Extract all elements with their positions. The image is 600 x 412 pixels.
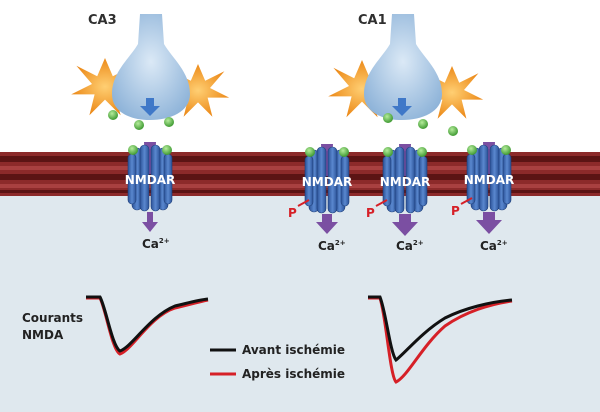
legend: Avant ischémie Après ischémie (210, 343, 345, 381)
ca3-current-traces (86, 295, 209, 356)
glutamate-dot-icon (134, 120, 144, 130)
currents-label-line1: Courants (22, 311, 83, 325)
nmdar-label: NMDAR (125, 173, 175, 187)
ca3-presynaptic-terminal (112, 14, 190, 120)
ca3-nmdar: NMDAR (125, 141, 175, 232)
ca1-calcium-label-1: Ca2+ (318, 239, 346, 253)
nmdar-label: NMDAR (464, 173, 514, 187)
phospho-label: P (366, 206, 375, 220)
ca3-glutamate (108, 110, 174, 130)
ca1-calcium-label-3: Ca2+ (480, 239, 508, 253)
ca3-label: CA3 (88, 13, 117, 28)
ca1-glutamate (383, 113, 458, 136)
glutamate-dot-icon (448, 126, 458, 136)
currents-label-line2: NMDA (22, 328, 64, 342)
legend-label-after: Après ischémie (242, 367, 345, 381)
glutamate-dot-icon (383, 113, 393, 123)
glutamate-dot-icon (418, 119, 428, 129)
ca1-presynaptic-terminal (364, 14, 442, 120)
phospho-label: P (288, 206, 297, 220)
down-arrow-icon (392, 98, 412, 116)
nmdar-label: NMDAR (302, 175, 352, 189)
nmdar-label: NMDAR (380, 175, 430, 189)
legend-label-before: Avant ischémie (242, 343, 345, 357)
ca1-nmdar-2: NMDAR P (366, 143, 430, 236)
ca1-label: CA1 (358, 13, 387, 28)
ca1-calcium-label-2: Ca2+ (396, 239, 424, 253)
ca1-nmdar-3: NMDAR P (451, 141, 514, 234)
glutamate-dot-icon (164, 117, 174, 127)
calcium-arrow-icon (316, 214, 338, 234)
down-arrow-icon (140, 98, 160, 116)
ca1-trace-before (368, 295, 513, 363)
ca1-current-traces (368, 295, 513, 384)
ca3-trace-before (86, 295, 209, 353)
ca1-trace-after (368, 296, 513, 384)
calcium-arrow-icon (476, 212, 502, 234)
glutamate-dot-icon (108, 110, 118, 120)
phospho-label: P (451, 204, 460, 218)
calcium-arrow-icon (142, 212, 158, 232)
ca3-calcium-label: Ca2+ (142, 237, 170, 251)
ca1-nmdar-1: NMDAR P (288, 143, 352, 234)
calcium-arrow-icon (392, 214, 418, 236)
